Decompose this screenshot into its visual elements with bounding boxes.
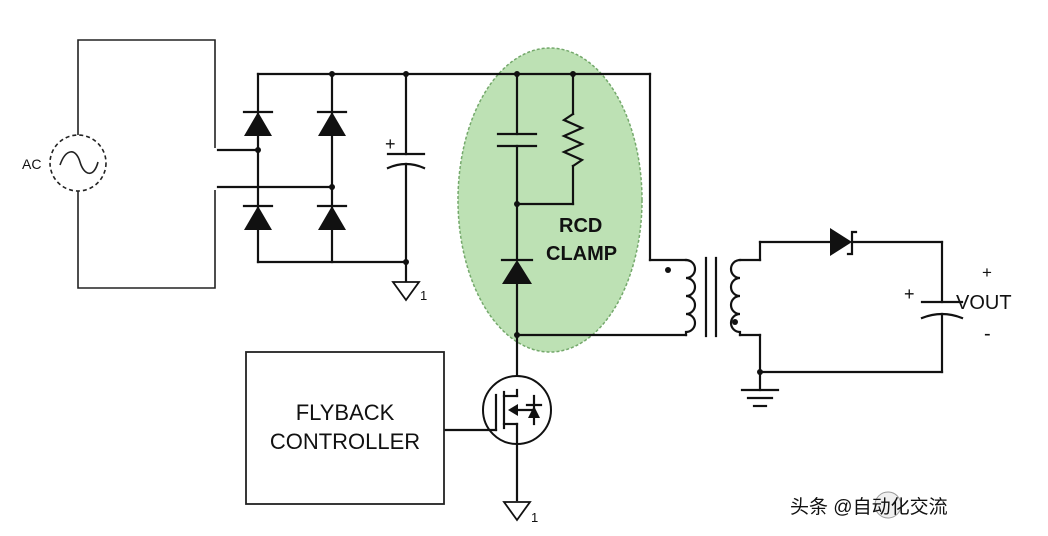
rcd-clamp-highlight bbox=[457, 47, 643, 353]
secondary-output: + + VOUT - bbox=[740, 228, 1012, 408]
ground-symbol-switch: 1 bbox=[502, 501, 538, 525]
mosfet-switch bbox=[442, 333, 552, 502]
ac-label: AC bbox=[22, 156, 41, 172]
bridge-rectifier bbox=[216, 71, 652, 264]
flyback-controller: FLYBACK CONTROLLER bbox=[245, 351, 445, 505]
bulk-cap-plus: + bbox=[385, 134, 396, 154]
watermark-text: 头条 @自动化交流 bbox=[790, 496, 948, 518]
rcd-label: RCD bbox=[559, 215, 602, 237]
ac-source: AC bbox=[22, 39, 216, 289]
rcd-clamp: RCD CLAMP bbox=[496, 71, 617, 338]
transformer bbox=[515, 72, 762, 338]
clamp-label: CLAMP bbox=[546, 243, 617, 265]
ground-label-2: 1 bbox=[531, 510, 538, 525]
vout-plus: + bbox=[982, 263, 992, 282]
bulk-capacitor: + bbox=[385, 71, 426, 265]
ground-label: 1 bbox=[420, 288, 427, 303]
output-cap-plus: + bbox=[904, 284, 915, 304]
watermark: 头条 @自动化交流 bbox=[790, 491, 948, 519]
vout-label: VOUT bbox=[956, 292, 1012, 314]
vout-minus: - bbox=[984, 323, 991, 345]
controller-label-1: FLYBACK bbox=[296, 400, 395, 425]
controller-label-2: CONTROLLER bbox=[270, 429, 420, 454]
ground-symbol-primary: 1 bbox=[391, 260, 427, 303]
